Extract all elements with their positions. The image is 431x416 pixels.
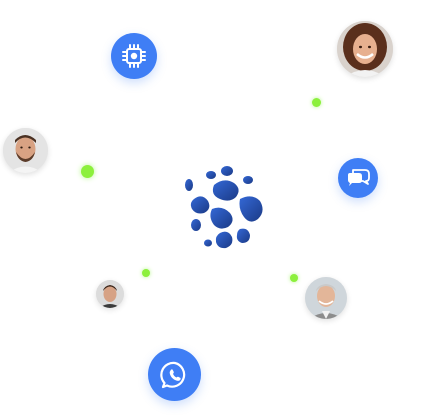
young-man-avatar — [96, 280, 124, 308]
woman-curly-hair-avatar — [337, 21, 393, 77]
green-dot — [142, 269, 150, 277]
green-dot — [312, 98, 321, 107]
older-man-avatar — [305, 277, 347, 319]
chat-bubbles-icon — [338, 158, 378, 198]
green-dot — [290, 274, 298, 282]
molecular-sphere-logo — [180, 163, 268, 253]
processor-chip-icon — [111, 33, 157, 79]
green-dot — [81, 165, 94, 178]
whatsapp-icon — [148, 348, 201, 401]
bearded-man-avatar — [3, 128, 48, 173]
